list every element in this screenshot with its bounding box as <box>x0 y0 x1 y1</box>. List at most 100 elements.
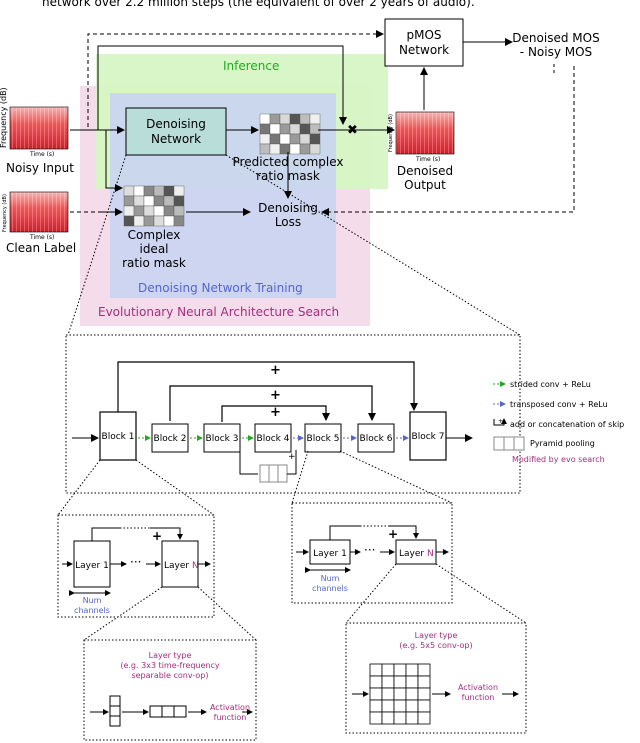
pooling-plus: + <box>288 452 296 462</box>
evo-search-label: Evolutionary Neural Architecture Search <box>98 305 339 319</box>
pred-mask-cell <box>289 133 301 145</box>
denoising-loss-label-2: Loss <box>275 215 301 229</box>
denoised-time-axis: Time (s) <box>415 156 440 163</box>
pred-mask-cell <box>259 143 271 155</box>
left-op-type-1: Layer type <box>149 651 192 660</box>
pred-mask-cell <box>299 133 311 145</box>
ideal-mask-label-3: ratio mask <box>122 256 186 270</box>
ideal-mask-cell <box>143 215 155 227</box>
left-activation-2: function <box>214 713 247 722</box>
legend-modified: Modified by evo search <box>512 455 605 464</box>
noisy-input-spectrogram <box>9 106 69 150</box>
pred-mask-cell <box>289 113 301 125</box>
ideal-mask-cell <box>153 185 165 197</box>
clean-freq-axis: Frequency (dB) <box>2 194 8 232</box>
left-channels-2: channels <box>74 606 110 615</box>
pred-mask-cell <box>279 123 291 135</box>
right-layer-dots: ··· <box>364 543 375 557</box>
kernel-cell <box>417 711 431 725</box>
left-layer-dots: ··· <box>130 555 141 569</box>
block-2-box <box>151 423 189 453</box>
pred-mask-cell <box>289 123 301 135</box>
ideal-mask-cell <box>163 185 175 197</box>
pred-mask-cell <box>309 143 321 155</box>
left-layer1-box <box>73 540 111 588</box>
op-panel-right <box>345 622 527 734</box>
pyramid-pooling-branch <box>239 449 297 483</box>
ideal-mask-grid <box>123 185 185 227</box>
left-op-type-2: (e.g. 3x3 time-frequency <box>120 661 220 670</box>
kernel-cell <box>405 699 419 713</box>
cut-caption-text: network over 2.2 million steps (the equi… <box>42 0 475 9</box>
block-6-label: Block 6 <box>360 434 393 444</box>
kernel-cell <box>405 675 419 689</box>
legend-pooling: Pyramid pooling <box>530 439 595 448</box>
block-6-box <box>357 423 395 453</box>
kernel-cell <box>405 711 419 725</box>
pred-mask-cell <box>309 113 321 125</box>
kernel-cell <box>405 687 419 701</box>
left-op-kernels <box>109 695 187 727</box>
right-layer1-label: Layer 1 <box>313 549 347 559</box>
ideal-mask-cell <box>173 205 185 217</box>
predicted-mask-grid <box>259 113 321 155</box>
pred-mask-cell <box>309 133 321 145</box>
kernel-cell <box>381 711 395 725</box>
right-layerN-label: Layer N <box>399 549 434 559</box>
left-layerN-label: Layer N <box>164 561 199 571</box>
block-7-label: Block 7 <box>412 432 445 442</box>
skip-plus-3: + <box>270 405 281 420</box>
clean-label-spectrogram <box>9 191 69 233</box>
ideal-mask-cell <box>163 195 175 207</box>
kernel-cell <box>417 675 431 689</box>
pmos-network-box <box>384 18 464 67</box>
pred-mask-cell <box>279 113 291 125</box>
right-op-5x5-kernel <box>369 663 431 725</box>
ideal-mask-cell <box>173 195 185 207</box>
right-op-type-1: Layer type <box>415 631 458 640</box>
denoised-output-label-1: Denoised <box>397 164 453 178</box>
kernel-cell <box>369 687 383 701</box>
block-3-box <box>203 423 241 453</box>
pred-mask-cell <box>299 123 311 135</box>
multiply-icon: ✖ <box>347 123 358 138</box>
left-layerN-box <box>161 540 199 588</box>
right-layer-arrows <box>296 525 449 573</box>
skip-connections <box>117 361 418 422</box>
zoom-lines-layers <box>83 563 527 641</box>
left-op-type-3: separable conv-op) <box>131 671 208 680</box>
kernel-cell <box>393 675 407 689</box>
denoised-freq-axis: Frequency (dB) <box>388 114 394 152</box>
right-channels-2: channels <box>312 584 348 593</box>
clean-time-axis: Time (s) <box>29 234 54 241</box>
ideal-mask-cell <box>143 185 155 197</box>
ideal-mask-cell <box>133 195 145 207</box>
block-2-label: Block 2 <box>154 434 187 444</box>
pred-mask-cell <box>269 113 281 125</box>
right-activation-2: function <box>462 693 495 702</box>
block-5-label: Block 5 <box>307 434 340 444</box>
ideal-mask-cell <box>153 195 165 207</box>
legend-strided: strided conv + ReLu <box>510 380 591 389</box>
ideal-mask-label-2: ideal <box>139 242 168 256</box>
layers-panel-right <box>291 502 453 604</box>
inference-label: Inference <box>223 59 279 73</box>
legend-skip-plus: + <box>498 418 503 425</box>
ideal-mask-cell <box>133 205 145 217</box>
kernel-cell <box>393 711 407 725</box>
block-3-label: Block 3 <box>206 434 239 444</box>
kernel-cell <box>369 699 383 713</box>
left-layer-plus: + <box>152 529 162 543</box>
pred-mask-cell <box>299 143 311 155</box>
pred-mask-cell <box>259 133 271 145</box>
noisy-time-axis: Time (s) <box>29 151 54 158</box>
architecture-panel <box>65 334 521 494</box>
pred-mask-cell <box>269 133 281 145</box>
block-1-box <box>99 411 137 461</box>
noisy-freq-axis: Frequency (dB) <box>0 87 8 148</box>
ideal-mask-cell <box>163 205 175 217</box>
kernel-cell <box>369 675 383 689</box>
right-layer-plus: + <box>388 527 398 541</box>
pmos-network-label-2: Network <box>399 43 449 57</box>
